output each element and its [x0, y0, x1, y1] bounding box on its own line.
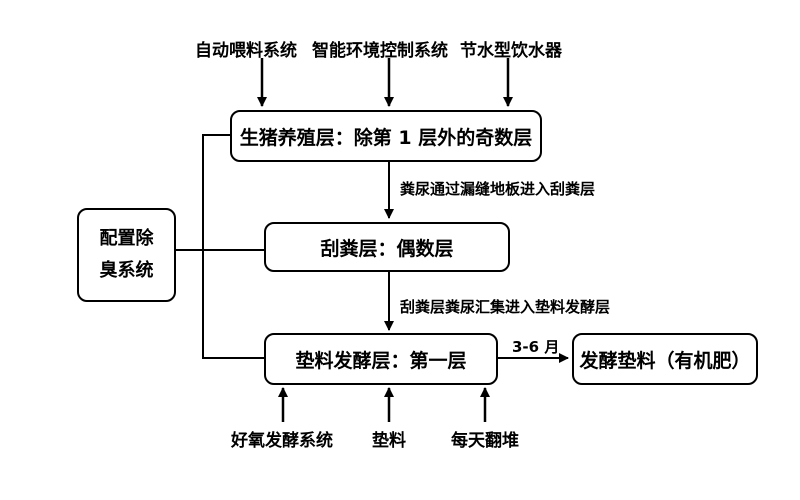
input-bedding-material: 垫料 — [372, 431, 406, 451]
organic-fertilizer-box: 发酵垫料（有机肥） — [572, 333, 758, 385]
pig-farming-layer-label: 生猪养殖层：除第 1 层外的奇数层 — [239, 126, 533, 149]
organic-fertilizer-label: 发酵垫料（有机肥） — [579, 349, 751, 372]
input-water-saver: 节水型饮水器 — [460, 41, 562, 61]
input-env-control: 智能环境控制系统 — [312, 41, 448, 61]
odor-removal-label-line1: 配置除 — [99, 228, 154, 249]
edge-label-scraper-to-bedding: 刮粪层粪尿汇集进入垫料发酵层 — [400, 298, 611, 316]
input-auto-feeding: 自动喂料系统 — [195, 41, 297, 61]
input-daily-turning: 每天翻堆 — [451, 431, 519, 451]
edge-label-bedding-to-fertilizer: 3-6 月 — [512, 338, 560, 356]
input-aerobic-fermentation: 好氧发酵系统 — [231, 431, 333, 451]
odor-removal-label-line2: 臭系统 — [99, 260, 154, 281]
odor-removal-system-box: 配置除 臭系统 — [77, 208, 176, 302]
pig-farming-layer-box: 生猪养殖层：除第 1 层外的奇数层 — [230, 110, 542, 162]
bedding-fermentation-layer-label: 垫料发酵层：第一层 — [295, 349, 467, 372]
edge-label-pig-to-scraper: 粪尿通过漏缝地板进入刮粪层 — [400, 180, 596, 198]
odor-system-connector — [202, 134, 264, 359]
manure-scraper-layer-label: 刮粪层：偶数层 — [320, 237, 454, 260]
bedding-fermentation-layer-box: 垫料发酵层：第一层 — [264, 333, 498, 385]
manure-scraper-layer-box: 刮粪层：偶数层 — [264, 222, 510, 272]
